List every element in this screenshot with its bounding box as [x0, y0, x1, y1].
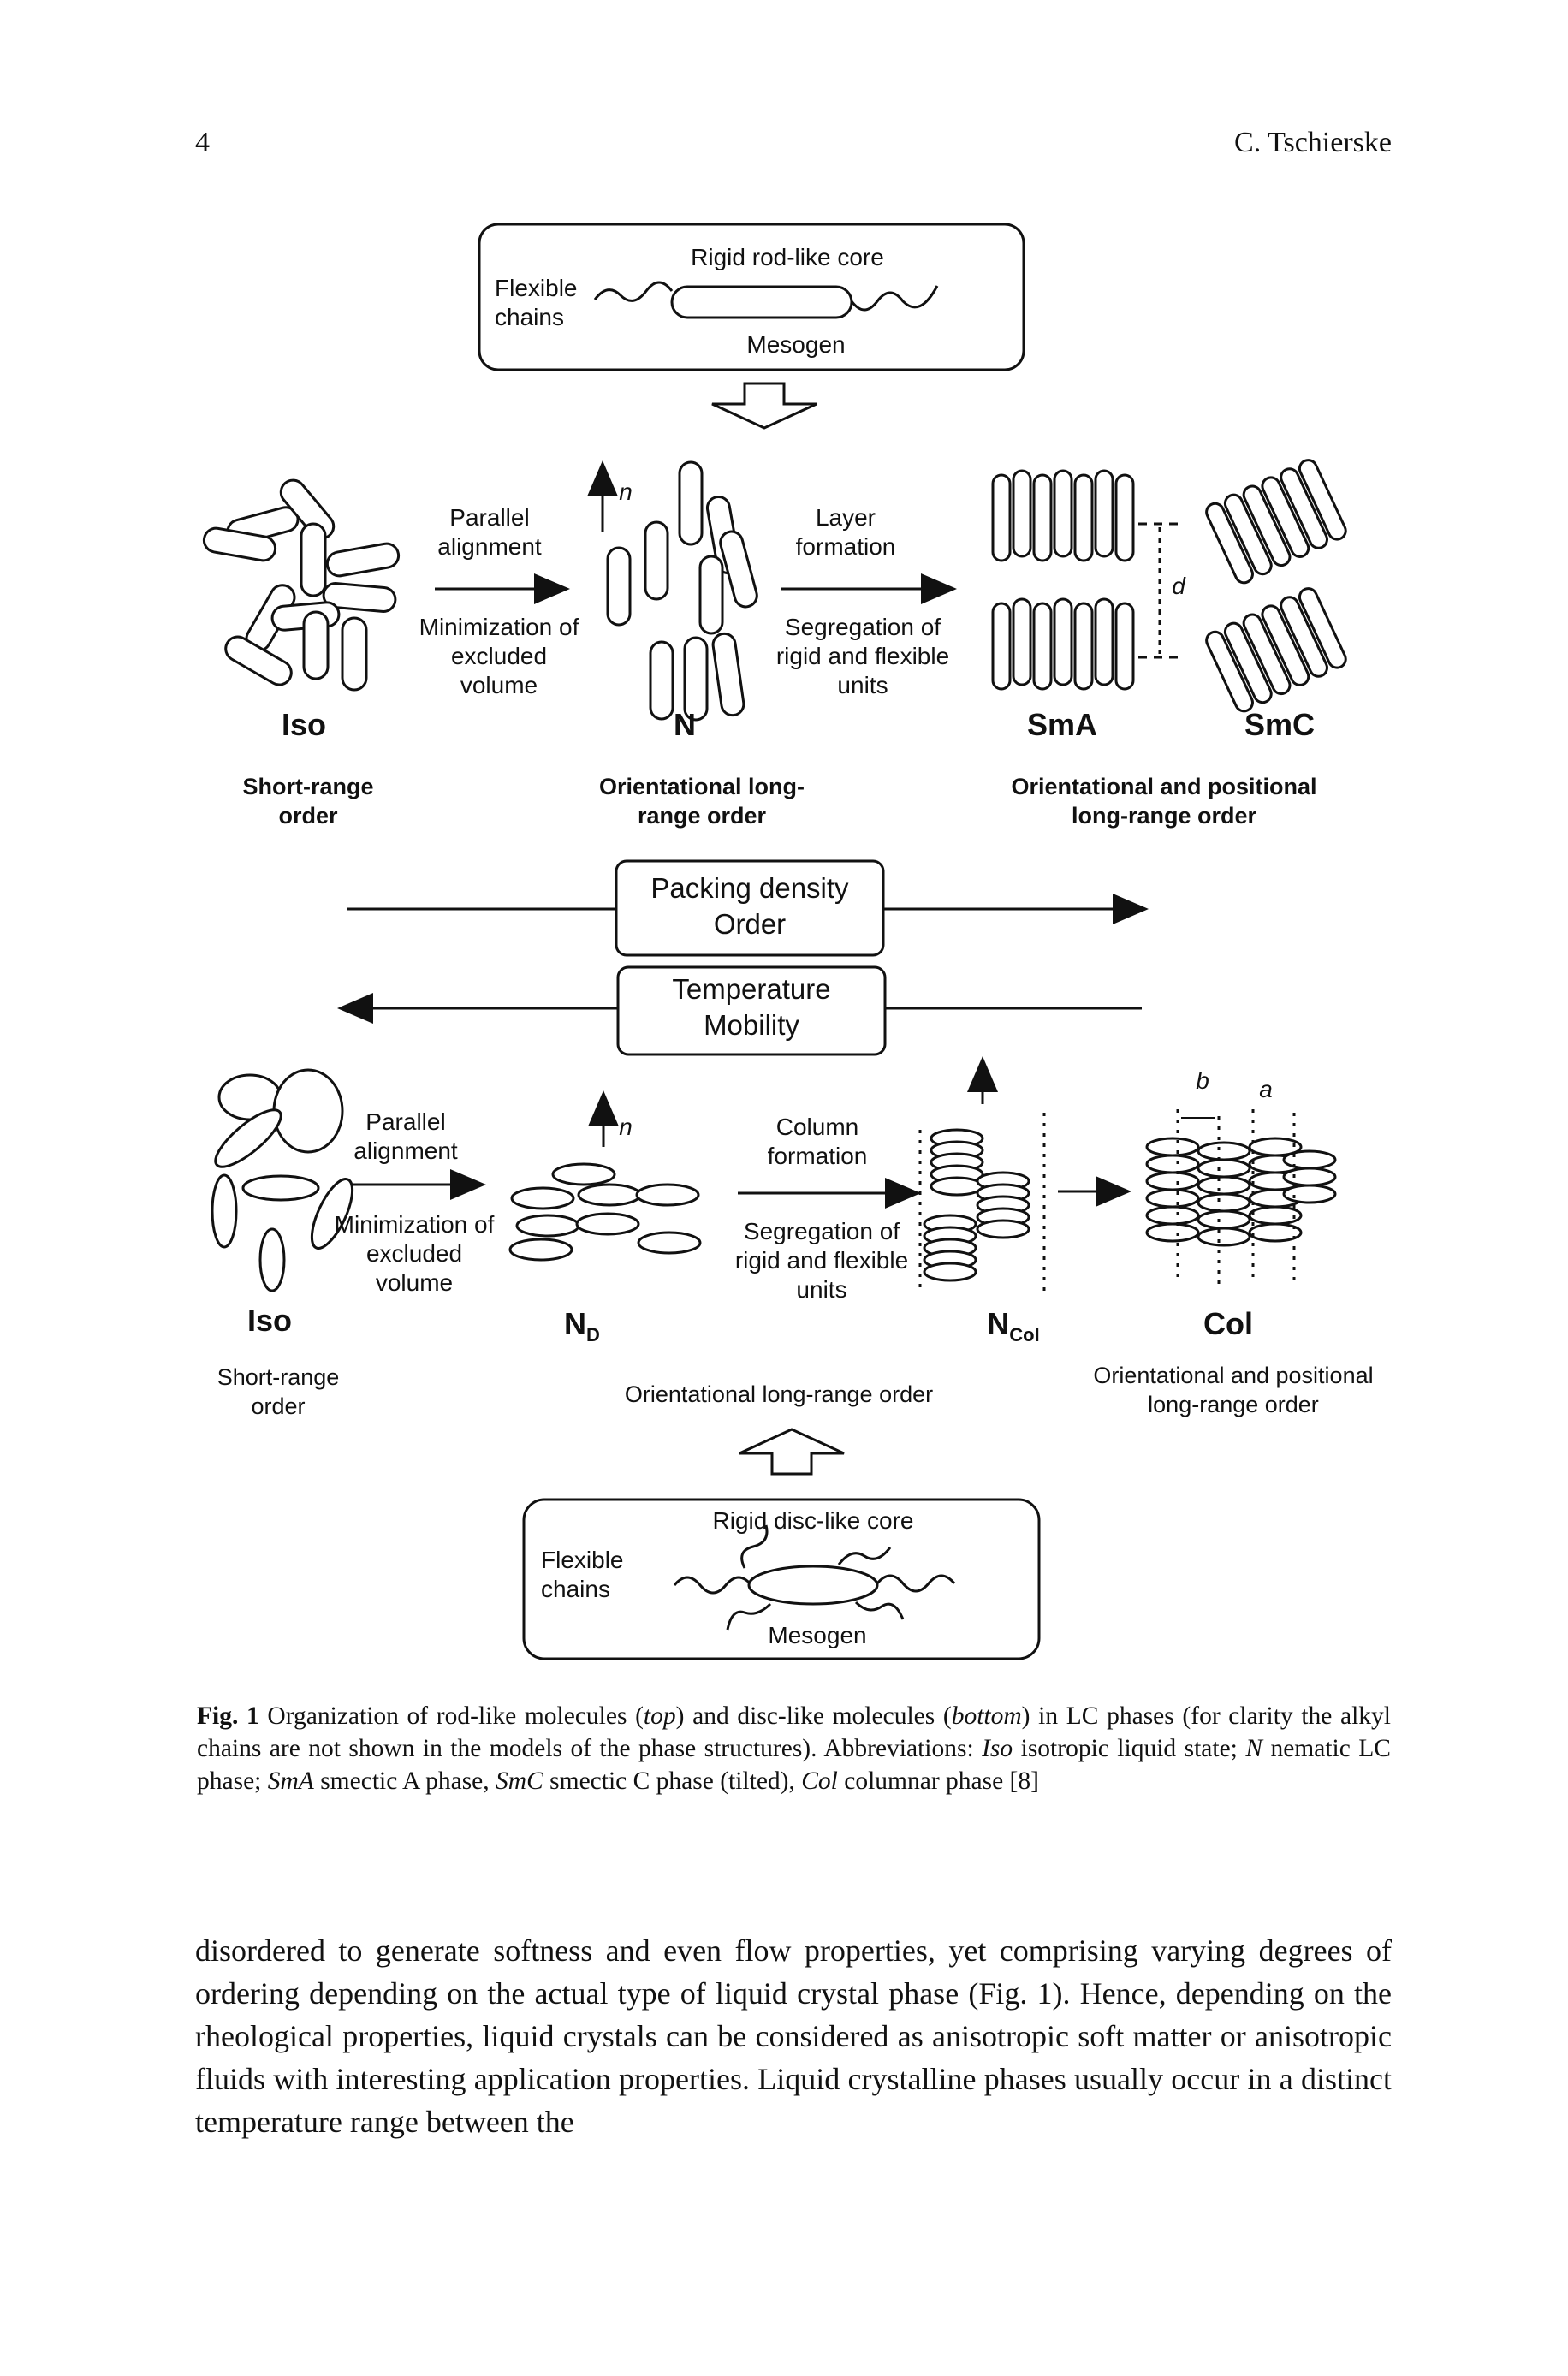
- disc-chain-left: [673, 1576, 753, 1595]
- rod-flexible-chains-label: Flexible chains: [495, 275, 578, 330]
- iso-top-order-label: Short-range order: [242, 774, 374, 829]
- disc-mesogen-box: [522, 1498, 1041, 1660]
- iso-discs: [211, 1068, 354, 1292]
- iso-top-phase-label: Iso: [281, 707, 326, 742]
- rod-flexible-chain-right: [850, 285, 939, 312]
- segregation-bottom-label: Segregation of rigid and flexible units: [734, 1218, 909, 1303]
- segregation-top-label: Segregation of rigid and flexible units: [775, 614, 950, 698]
- smectic-order-label: Orientational and positional long-range …: [1011, 774, 1317, 829]
- nematic-order-label: Orientational long-range order: [599, 774, 805, 829]
- disc-flexible-chains-label: Flexible chains: [541, 1547, 624, 1602]
- layer-spacing-d-label: d: [1172, 573, 1185, 599]
- lattice-b-label: b: [1196, 1067, 1209, 1094]
- orientational-order-bottom-label: Orientational long-range order: [624, 1381, 934, 1407]
- disc-chain-top-right: [837, 1547, 892, 1565]
- layer-formation-label: Layer formation: [795, 504, 896, 560]
- nematic-phase-label: N: [674, 707, 696, 742]
- parallel-alignment-top-label: Parallel alignment: [437, 504, 542, 560]
- down-hollow-arrow: [711, 382, 817, 430]
- director-n-top-label: n: [619, 478, 633, 505]
- ncol-stacks: [918, 1056, 1046, 1292]
- col-lattice: [1145, 1109, 1337, 1284]
- disc-core-label: Rigid disc-like core: [712, 1507, 914, 1534]
- running-author: C. Tschierske: [1234, 127, 1392, 158]
- iso-bottom-order-label: Short-range order: [217, 1364, 340, 1419]
- rod-mesogen-box: [478, 223, 1025, 371]
- disc-chain-bottom-right: [854, 1601, 905, 1620]
- rod-flexible-chain-left: [593, 281, 674, 302]
- temperature-box: [616, 965, 887, 1056]
- mobility-label: Mobility: [704, 1009, 799, 1041]
- smc-layers: [1205, 459, 1347, 713]
- nematic-rods: [587, 460, 758, 722]
- packing-box: [615, 859, 885, 957]
- page-number: 4: [195, 127, 210, 158]
- packing-density-label: Packing density: [650, 872, 849, 904]
- rod-core-label: Rigid rod-like core: [691, 244, 884, 270]
- disc-chain-right: [876, 1574, 956, 1593]
- body-paragraph: disordered to generate softness and even…: [195, 1933, 1392, 2139]
- lattice-a-label: a: [1259, 1076, 1273, 1102]
- minimization-bottom-label: Minimization of excluded volume: [334, 1211, 495, 1296]
- parallel-alignment-bottom-label: Parallel alignment: [353, 1108, 458, 1164]
- temperature-label: Temperature: [672, 973, 831, 1005]
- column-formation-label: Column formation: [767, 1114, 868, 1169]
- figure-1-graphic: [202, 223, 1347, 1660]
- ncol-phase-label: NCol: [987, 1306, 1040, 1346]
- minimization-top-label: Minimization of excluded volume: [419, 614, 579, 698]
- up-hollow-arrow: [739, 1428, 845, 1476]
- nd-discs: [508, 1090, 702, 1262]
- figure-caption: Fig. 1 Organization of rod-like molecule…: [197, 1702, 1392, 1795]
- sma-layers: [991, 469, 1135, 691]
- smc-phase-label: SmC: [1244, 707, 1316, 742]
- disc-mesogen-label: Mesogen: [768, 1622, 867, 1648]
- iso-bottom-phase-label: Iso: [246, 1303, 292, 1338]
- disc-chain-top-left: [740, 1524, 769, 1569]
- rod-mesogen-label: Mesogen: [746, 331, 846, 358]
- iso-rods-top: [202, 478, 401, 692]
- nd-phase-label: ND: [564, 1306, 600, 1346]
- disc-chain-bottom-left: [726, 1602, 772, 1631]
- disc-core-icon: [747, 1565, 879, 1606]
- director-n-bottom-label: n: [619, 1114, 633, 1140]
- col-order-label: Orientational and positional long-range …: [1093, 1363, 1374, 1417]
- rod-core-icon: [670, 285, 853, 319]
- order-label: Order: [713, 908, 787, 940]
- col-phase-label: Col: [1203, 1306, 1253, 1341]
- sma-phase-label: SmA: [1026, 707, 1098, 742]
